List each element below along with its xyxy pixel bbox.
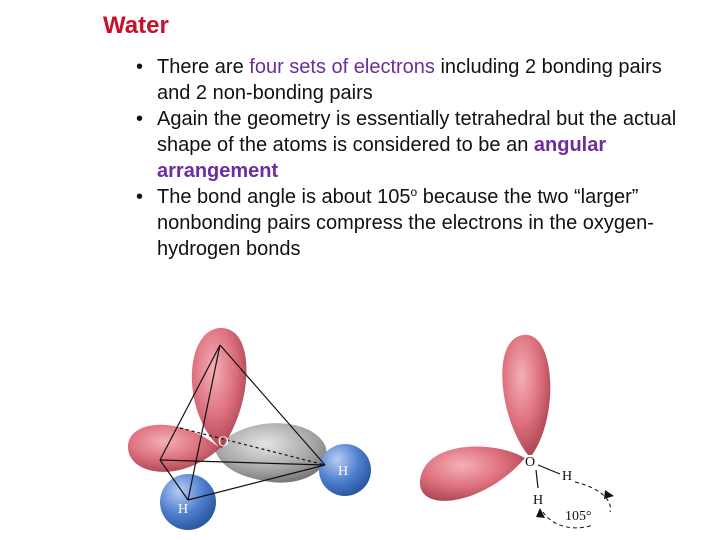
oxygen-label: O <box>525 455 535 470</box>
bullet-text: Again the geometry is essentially tetrah… <box>157 108 677 156</box>
angle-arc <box>542 511 594 529</box>
hydrogen-label: H <box>178 502 188 517</box>
bullet-text: There are <box>157 56 250 78</box>
bullet-text: including 2 bonding pairs and 2 non-bond… <box>157 56 662 104</box>
bullet-item: • The bond angle is about 105o because t… <box>136 184 696 262</box>
degree-superscript: o <box>410 185 418 199</box>
highlight-text: angular arrangement <box>157 134 607 182</box>
hydrogen-atom-right <box>319 444 371 496</box>
bullet-marker: • <box>136 186 144 208</box>
hydrogen-label: H <box>338 464 348 479</box>
oxygen-label: O <box>218 434 229 450</box>
angle-arc <box>574 481 611 513</box>
hydrogen-label: H <box>533 493 543 508</box>
bond-line <box>537 464 561 475</box>
arrowhead <box>604 490 614 499</box>
hydrogen-atom-bottom <box>160 474 216 530</box>
hydrogen-label: H <box>562 469 572 484</box>
water-angle-diagram: O H H 105° <box>419 334 614 529</box>
bullet-item: • There are four sets of electrons inclu… <box>136 54 696 106</box>
lone-pair-lobe-left <box>127 424 220 472</box>
bullet-text: because the two “larger” nonbonding pair… <box>157 186 654 260</box>
slide-title: Water <box>103 12 169 39</box>
water-tetrahedral-diagram: O H H <box>127 327 371 530</box>
bullet-marker: • <box>136 56 144 78</box>
lone-pair-lobe-top <box>502 334 551 455</box>
bullet-item: • Again the geometry is essentially tetr… <box>136 106 696 184</box>
bond-angle-label: 105° <box>565 509 592 524</box>
highlight-text: four sets of electrons <box>249 56 435 78</box>
bullet-marker: • <box>136 108 144 130</box>
tetrahedron-edges <box>159 344 326 501</box>
lone-pair-lobe-left <box>419 446 525 501</box>
bullet-text: The bond angle is about 105 <box>157 186 411 208</box>
bonding-lobe <box>215 423 327 483</box>
bond-line <box>535 469 539 489</box>
bullet-list: • There are four sets of electrons inclu… <box>136 54 696 262</box>
arrowhead <box>536 508 545 518</box>
